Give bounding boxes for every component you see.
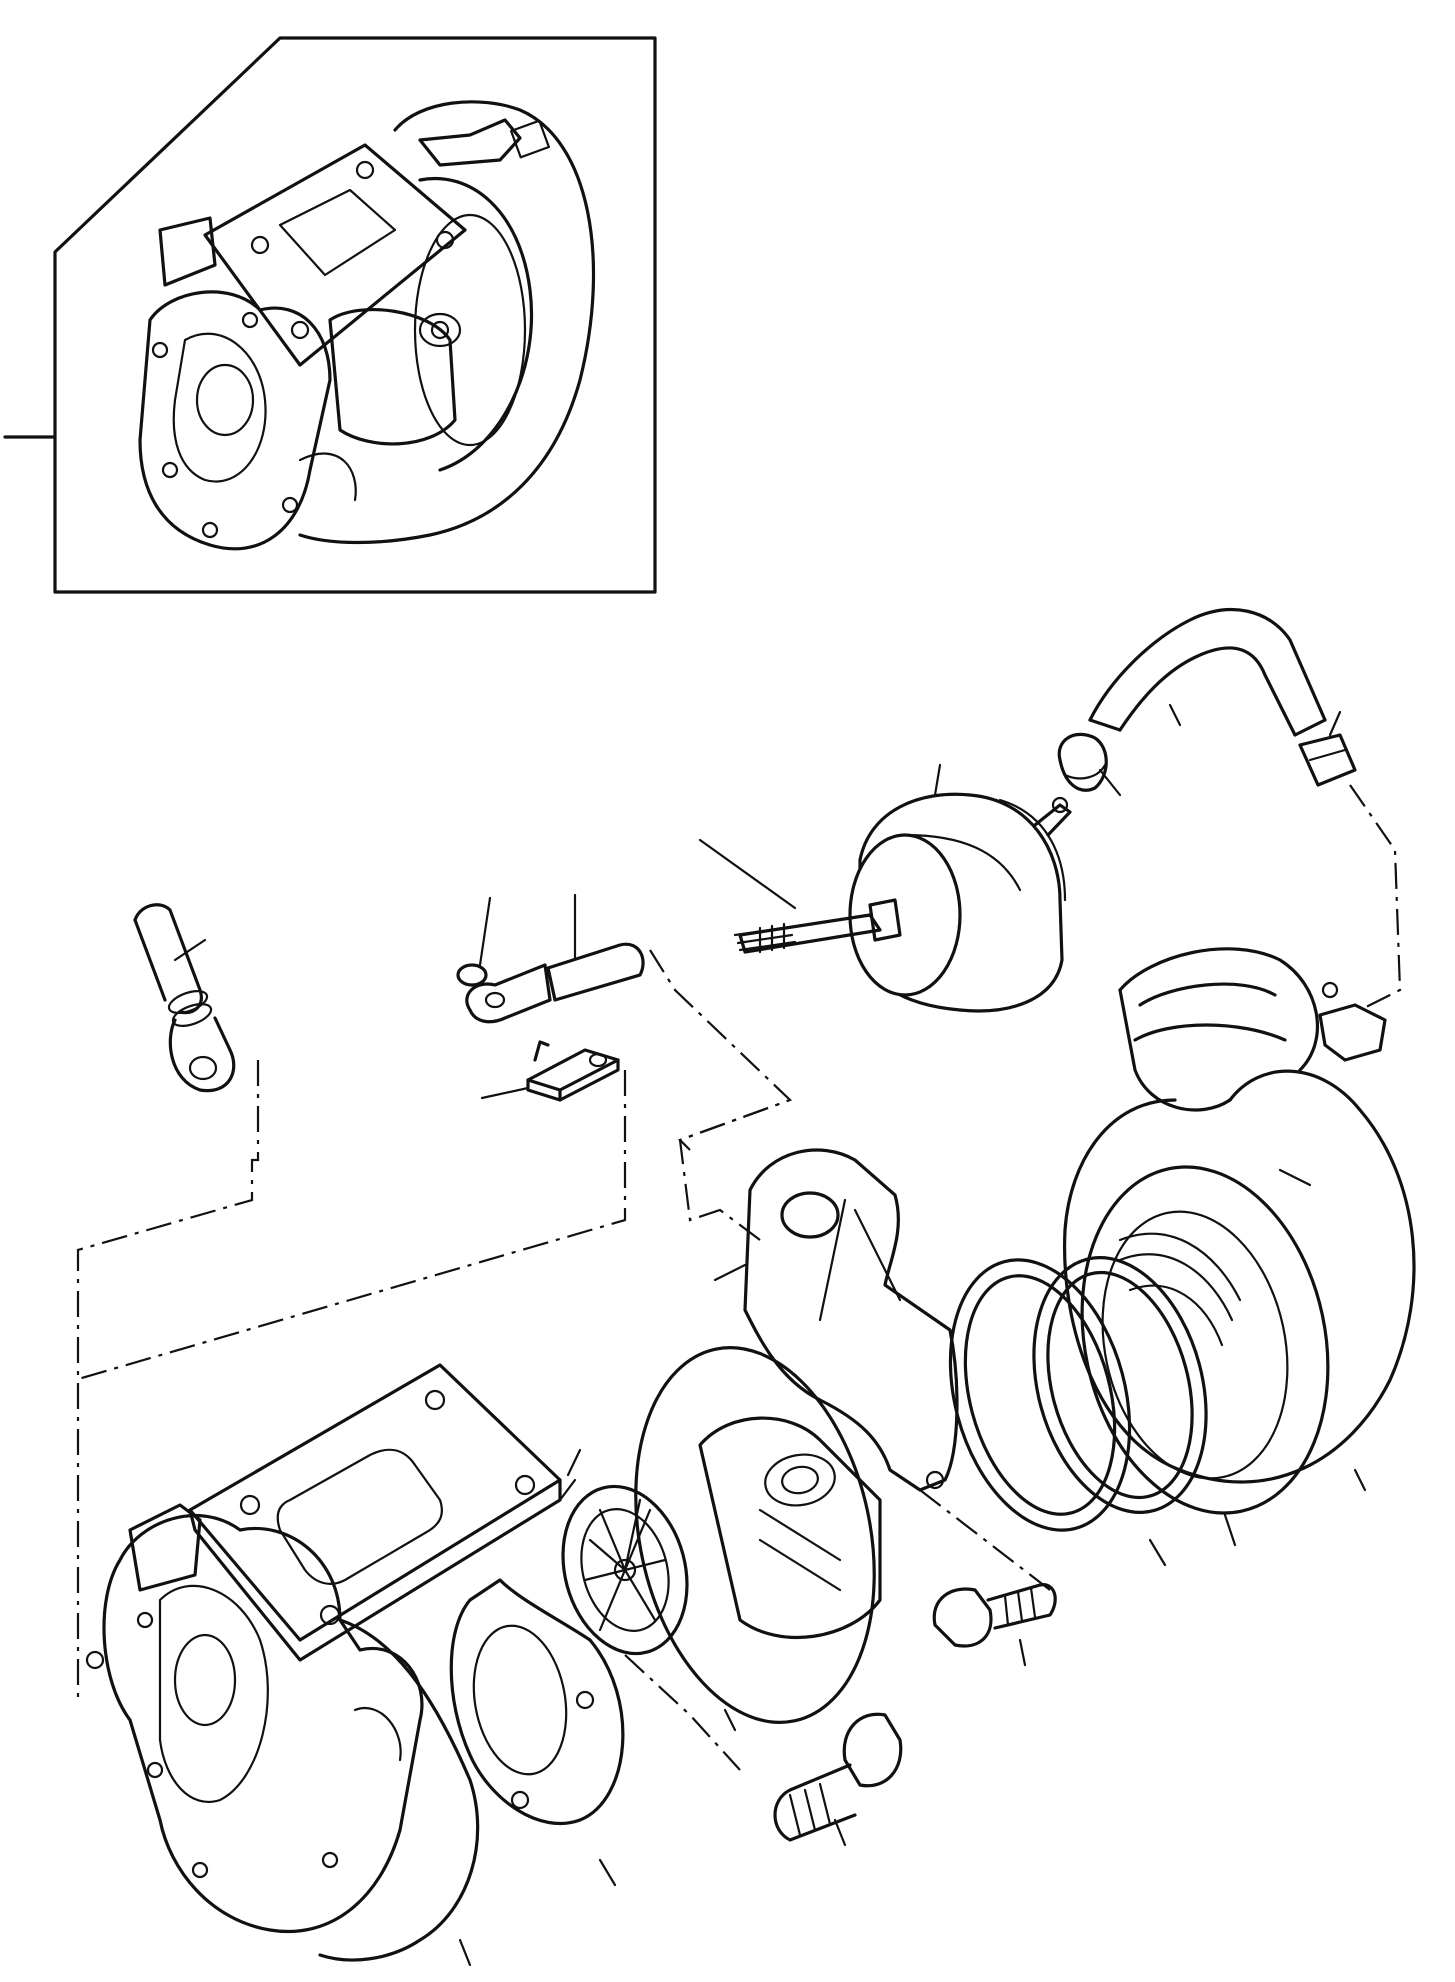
hose-fitting: [1298, 710, 1357, 787]
wastegate-rod-end: [465, 893, 645, 1024]
v-band-clamp-inner: [1032, 1256, 1237, 1547]
oil-drain-tube: [133, 903, 236, 1093]
retaining-clip: [456, 896, 492, 987]
hose-clamp: [1057, 732, 1122, 797]
compressor-housing-bolt: [932, 1583, 1057, 1667]
backing-plate: [713, 1148, 959, 1492]
v-band-clamp-outer: [948, 1258, 1167, 1567]
turbine-housing: [85, 1363, 582, 1967]
mounting-bracket: [480, 1040, 620, 1102]
compressor-housing: [1062, 947, 1416, 1515]
center-housing-rotating-assembly: [558, 1346, 882, 1732]
turbine-heat-shield: [449, 1578, 625, 1887]
inset-frame: [3, 36, 657, 594]
wastegate-actuator: [698, 763, 1072, 1013]
inset-turbocharger-assembly: [138, 100, 596, 551]
turbine-housing-bolt: [773, 1712, 903, 1847]
leader-oil-drain: [173, 938, 207, 962]
actuator-hose: [1088, 608, 1327, 737]
leader-actuator-rod: [698, 838, 797, 910]
